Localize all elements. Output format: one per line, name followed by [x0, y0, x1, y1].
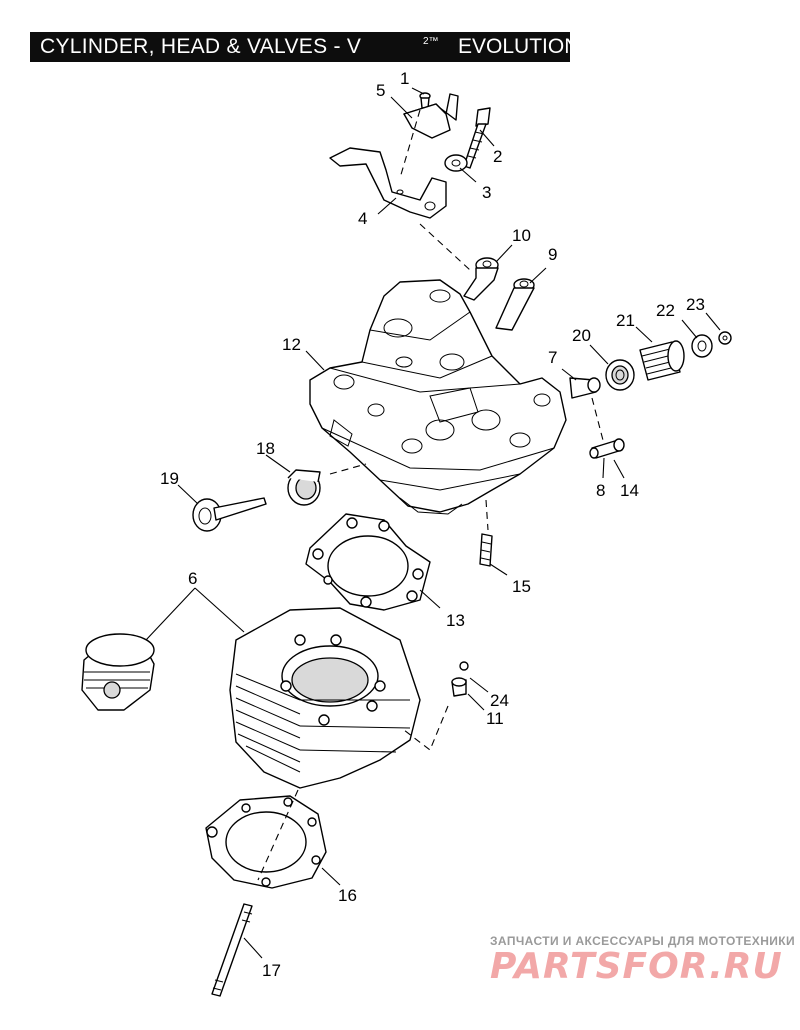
- callout-7: 7: [548, 348, 557, 367]
- callout-12: 12: [282, 335, 301, 354]
- callout-labels: 1 2 3 4 5 6 7 8 9 10 11 12 13 14 15 16 1…: [160, 69, 705, 980]
- part-3-washer: [444, 154, 468, 172]
- part-4-mounting-bracket: [329, 147, 447, 219]
- leader-lines: [145, 87, 721, 959]
- part-16-base-gasket: [205, 795, 327, 889]
- callout-13: 13: [446, 611, 465, 630]
- callout-1: 1: [400, 69, 409, 88]
- part-15-stud: [479, 533, 493, 567]
- part-9-sleeve: [495, 278, 535, 331]
- part-22-retainer: [691, 334, 713, 358]
- callout-4: 4: [358, 209, 367, 228]
- title-suffix: EVOLUTION: [458, 35, 580, 58]
- callout-21: 21: [616, 311, 635, 330]
- part-6-piston: [81, 633, 155, 711]
- part-21-spring: [639, 340, 685, 381]
- part-8-14-valve-guide: [589, 438, 625, 459]
- callout-20: 20: [572, 326, 591, 345]
- callout-8: 8: [596, 481, 605, 500]
- callout-16: 16: [338, 886, 357, 905]
- callout-6: 6: [188, 569, 197, 588]
- part-23-keeper: [718, 331, 732, 345]
- callout-14: 14: [620, 481, 639, 500]
- callout-22: 22: [656, 301, 675, 320]
- part-2-bolt: [463, 107, 491, 169]
- callout-17: 17: [262, 961, 281, 980]
- title-superscript: 2™: [423, 36, 439, 47]
- part-13-head-gasket: [305, 513, 431, 611]
- watermark-brand: PARTSFOR.RU: [490, 946, 783, 987]
- callout-2: 2: [493, 147, 502, 166]
- callout-11: 11: [486, 709, 504, 728]
- part-5-bracket: [403, 93, 459, 139]
- callout-9: 9: [548, 245, 557, 264]
- watermark-tagline: ЗАПЧАСТИ И АКСЕССУАРЫ ДЛЯ МОТОТЕХНИКИ: [490, 934, 796, 948]
- callout-3: 3: [482, 183, 491, 202]
- part-19-valve: [192, 497, 267, 532]
- callout-18: 18: [256, 439, 275, 458]
- part-17-stud: [211, 903, 253, 997]
- part-18-seal: [287, 469, 321, 506]
- callout-24: 24: [490, 691, 509, 710]
- title-bar: CYLINDER, HEAD & VALVES - V 2™ EVOLUTION: [30, 32, 579, 62]
- part-20-seat: [605, 359, 635, 391]
- callout-15: 15: [512, 577, 531, 596]
- callout-19: 19: [160, 469, 179, 488]
- callout-23: 23: [686, 295, 705, 314]
- part-7-guide: [569, 377, 601, 399]
- diagram-title: CYLINDER, HEAD & VALVES - V: [40, 35, 362, 58]
- part-10-dowel: [463, 257, 499, 301]
- part-11-24-dowel: [451, 661, 469, 697]
- callout-5: 5: [376, 81, 385, 100]
- cylinder-barrel: [229, 607, 421, 789]
- part-12-cylinder-head: [309, 279, 567, 515]
- assembly-lines: [257, 109, 605, 881]
- callout-10: 10: [512, 226, 531, 245]
